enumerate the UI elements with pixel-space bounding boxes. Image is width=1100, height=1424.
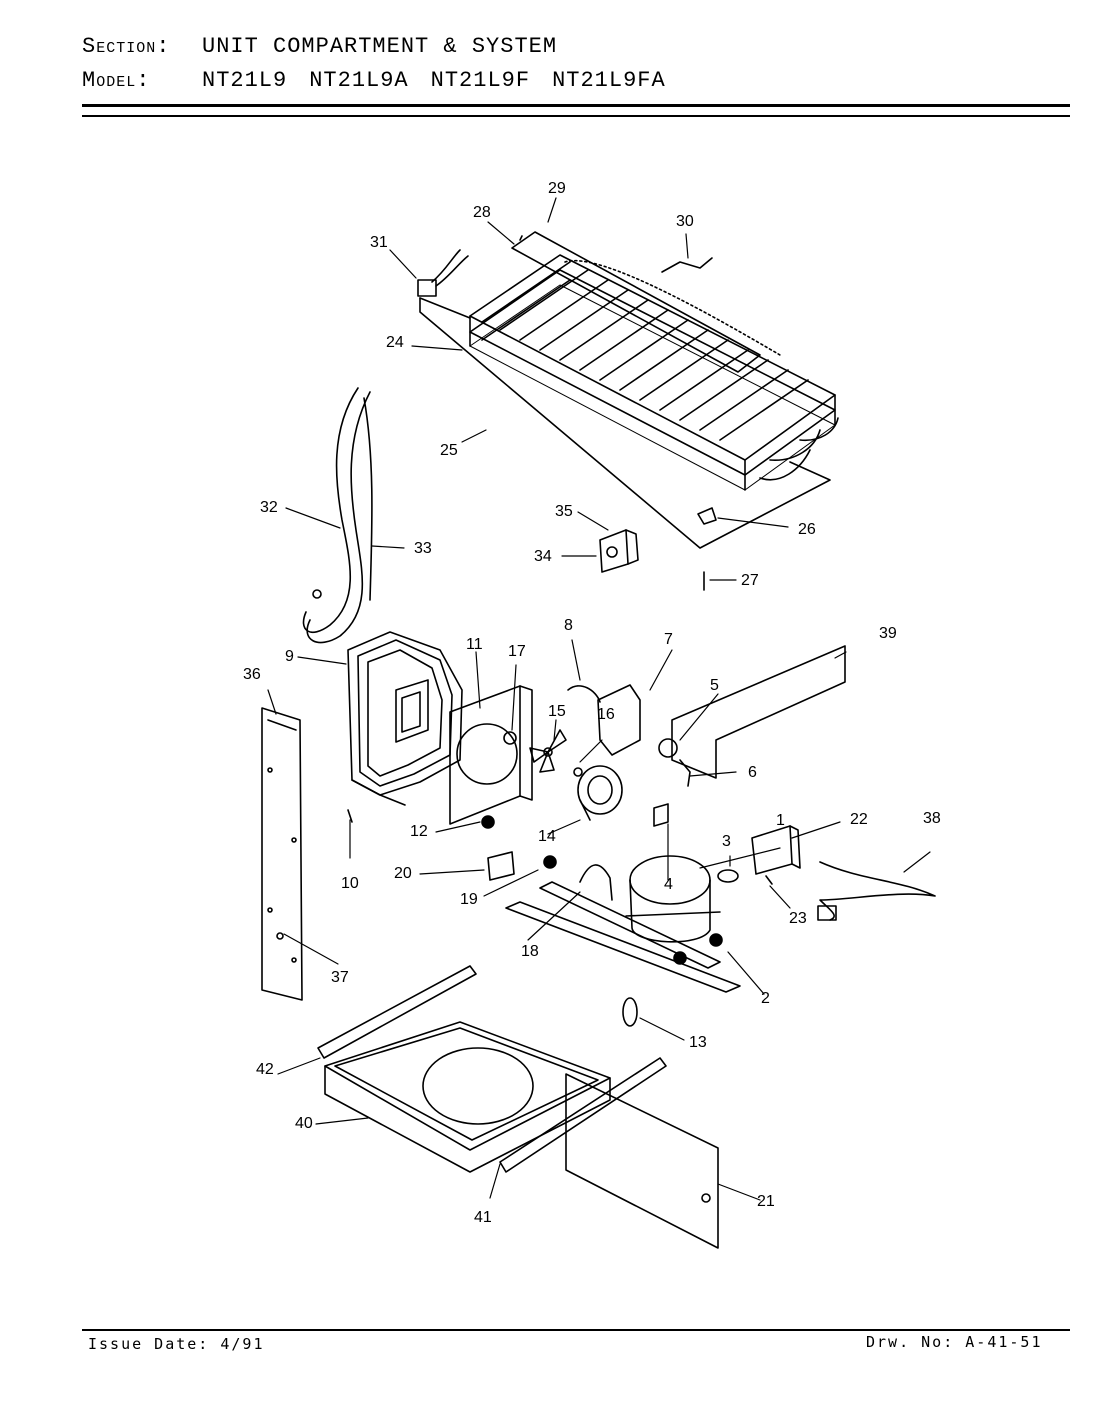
callout-25: 25	[440, 442, 458, 459]
callout-8: 8	[564, 617, 573, 634]
side-panel	[261, 707, 303, 1001]
callout-15: 15	[548, 703, 566, 720]
drain-tubes	[302, 387, 373, 644]
section-title: UNIT COMPARTMENT & SYSTEM	[202, 34, 558, 59]
condenser-base-edge	[419, 297, 471, 319]
callout-35: 35	[555, 503, 573, 520]
model-label: Model:	[82, 68, 151, 93]
callout-21: 21	[757, 1193, 775, 1210]
model-number: NT21L9A	[309, 68, 409, 93]
section-label: Section:	[82, 34, 171, 59]
condenser-coil	[469, 254, 839, 491]
grommet	[673, 951, 687, 965]
model-line: Model: NT21L9 NT21L9A NT21L9F NT21L9FA	[82, 68, 666, 93]
model-number: NT21L9F	[430, 68, 531, 93]
pan-rail	[499, 1057, 667, 1173]
fan-blade	[529, 729, 567, 773]
callout-17: 17	[508, 643, 526, 660]
callout-23: 23	[789, 910, 807, 927]
callout-5: 5	[710, 677, 719, 694]
callout-12: 12	[410, 823, 428, 840]
callout-38: 38	[923, 810, 941, 827]
callout-31: 31	[370, 234, 388, 251]
tube-clamp	[417, 249, 469, 297]
callout-9: 9	[285, 648, 294, 665]
heat-exchanger	[347, 631, 463, 806]
start-relay	[751, 825, 801, 875]
model-number: NT21L9FA	[552, 68, 666, 93]
mounting-clip	[599, 529, 639, 573]
callout-40: 40	[295, 1115, 313, 1132]
model-number: NT21L9	[202, 68, 288, 93]
pan-rail	[317, 965, 477, 1059]
capacitor	[658, 738, 691, 787]
relay	[487, 851, 515, 881]
callout-34: 34	[534, 548, 552, 565]
condenser-base-plate	[419, 297, 831, 549]
callout-16: 16	[597, 706, 615, 723]
callout-11: 11	[466, 636, 483, 653]
callout-28: 28	[473, 204, 491, 221]
callout-27: 27	[741, 572, 759, 589]
callout-19: 19	[460, 891, 478, 908]
grommet	[481, 815, 495, 829]
issue-date: Issue Date: 4/91	[88, 1335, 265, 1353]
leader-lines	[267, 197, 931, 1201]
header-rule-thin	[82, 115, 1070, 117]
callout-3: 3	[722, 833, 731, 850]
compressor-rails	[505, 881, 741, 993]
wire-clip	[661, 257, 713, 273]
access-cover	[565, 1073, 719, 1249]
callout-30: 30	[676, 213, 694, 230]
fan-motor	[573, 765, 623, 821]
callout-41: 41	[474, 1209, 492, 1226]
callout-29: 29	[548, 180, 566, 197]
back-panel	[671, 645, 846, 779]
callout-37: 37	[331, 969, 349, 986]
callout-26: 26	[798, 521, 816, 538]
callout-24: 24	[386, 334, 404, 351]
callout-14: 14	[538, 828, 556, 845]
callout-13: 13	[689, 1034, 707, 1051]
coil-rail	[511, 231, 761, 373]
screw	[347, 809, 353, 823]
section-line: Section: UNIT COMPARTMENT & SYSTEM	[82, 34, 557, 59]
motor-bracket	[567, 684, 641, 756]
callout-18: 18	[521, 943, 539, 960]
callout-42: 42	[256, 1061, 274, 1078]
footer-rule	[82, 1329, 1070, 1331]
drain-pan	[324, 1021, 611, 1173]
callout-36: 36	[243, 666, 261, 683]
callout-39: 39	[879, 625, 897, 642]
callout-1: 1	[776, 812, 785, 829]
compressor	[625, 855, 721, 943]
bracket	[697, 507, 717, 525]
fan-shroud	[449, 685, 533, 825]
callout-4: 4	[664, 876, 673, 893]
grommet	[709, 933, 723, 947]
callout-22: 22	[850, 811, 868, 828]
wire-harness	[579, 864, 613, 901]
drawing-number: Drw. No: A-41-51	[866, 1333, 1043, 1351]
callout-10: 10	[341, 875, 359, 892]
power-cord	[817, 861, 936, 921]
callout-2: 2	[761, 990, 770, 1007]
screw	[765, 875, 773, 885]
overload-protector	[653, 803, 669, 827]
callout-6: 6	[748, 764, 757, 781]
header-rule-thick	[82, 104, 1070, 107]
callout-20: 20	[394, 865, 412, 882]
grommet	[717, 869, 739, 883]
callout-7: 7	[664, 631, 673, 648]
callout-32: 32	[260, 499, 278, 516]
grommet	[543, 855, 557, 869]
gasket	[622, 997, 638, 1027]
callout-33: 33	[414, 540, 432, 557]
